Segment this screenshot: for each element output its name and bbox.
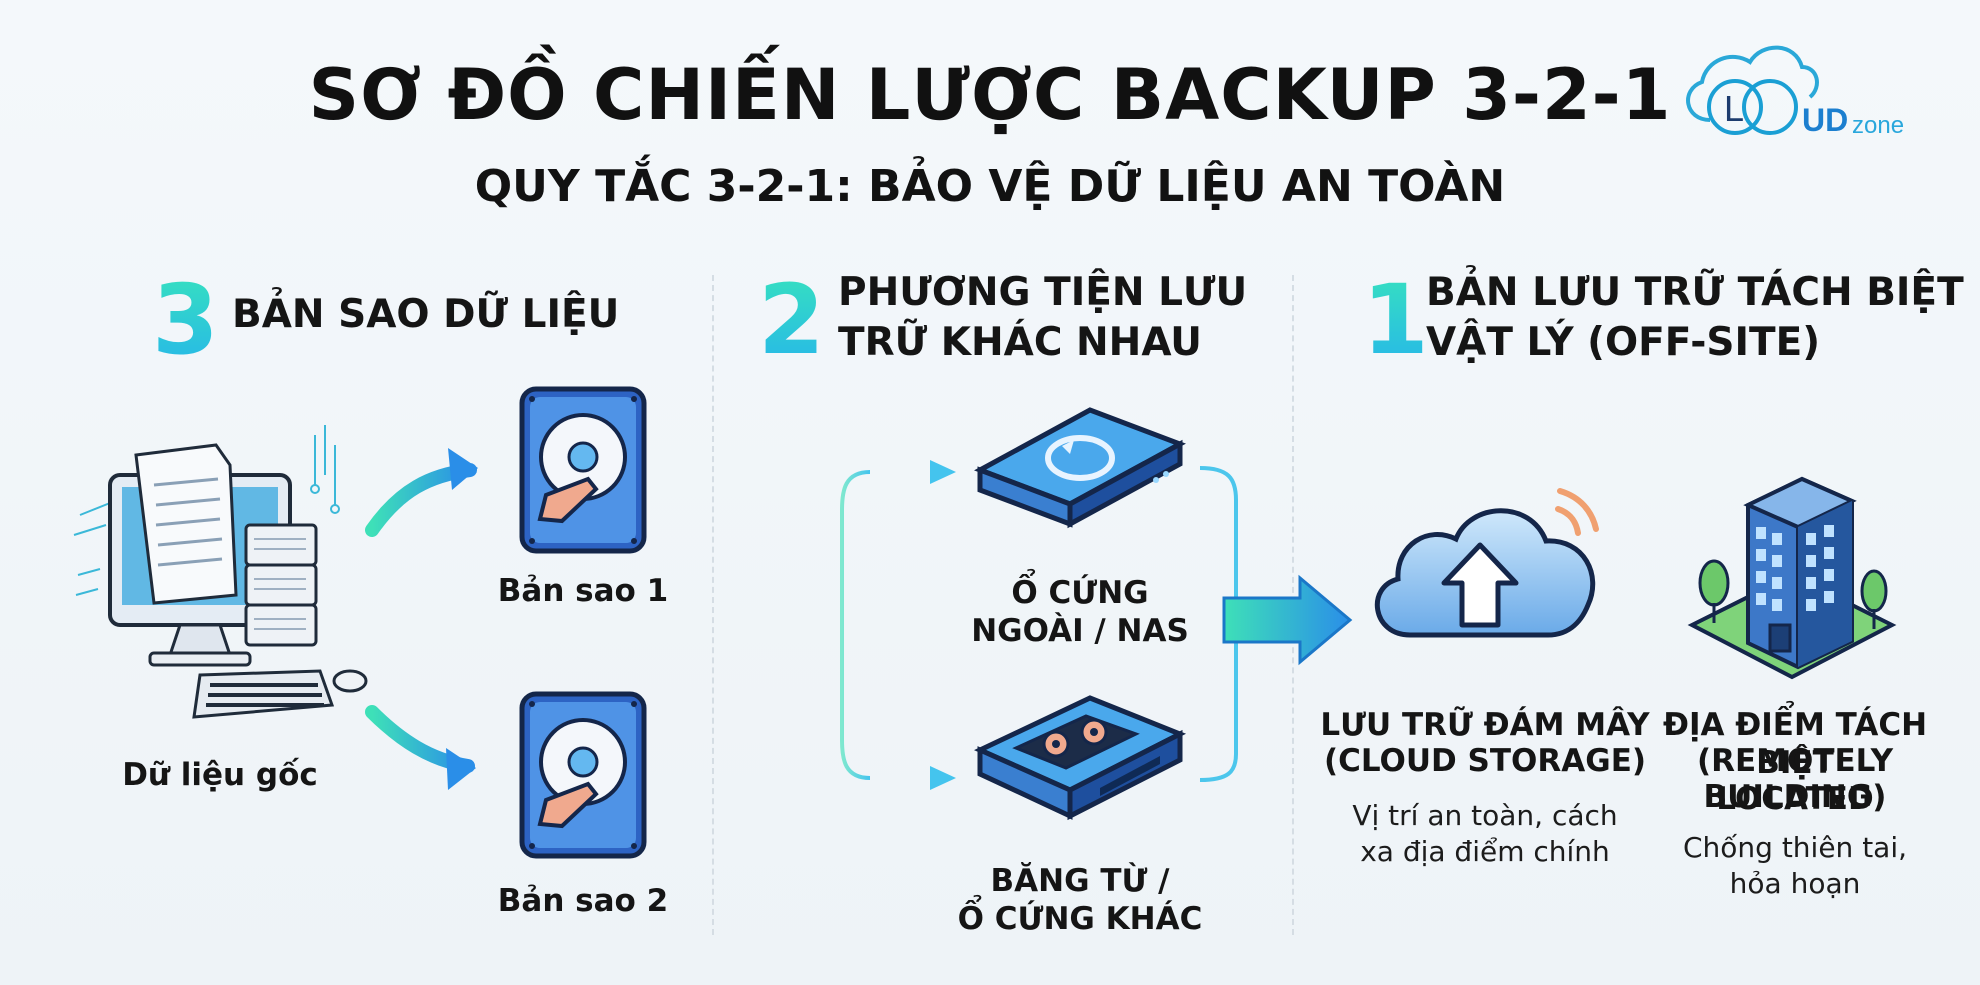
column-2-number: 2 xyxy=(758,264,825,376)
cloud-title-line1: LƯU TRỮ ĐÁM MÂY xyxy=(1320,707,1650,743)
computer-with-documents-icon xyxy=(73,425,368,719)
connector-copies-to-media xyxy=(668,470,928,780)
building-title-line3: BUILDING) xyxy=(1703,779,1887,815)
nas-label-line2: NGOÀI / NAS xyxy=(971,613,1189,649)
nas-label-line1: Ổ CỨNG xyxy=(1011,575,1149,611)
building-desc-line2: hỏa hoạn xyxy=(1729,867,1861,900)
building-desc-line1: Chống thiên tai, xyxy=(1682,831,1908,864)
column-1-heading: BẢN SAO DỮ LIỆU xyxy=(232,292,620,337)
column-3-number: 1 xyxy=(1362,264,1429,376)
arrowhead-to-nas xyxy=(930,460,956,484)
cloudzone-logo: L UD zone xyxy=(1680,42,1930,152)
building-title-line1: ĐỊA ĐIỂM TÁCH BIỆT xyxy=(1662,707,1928,781)
logo-cloud-icon xyxy=(1686,45,1819,135)
tape-label-line1: BĂNG TỪ / xyxy=(990,863,1170,899)
column-3-heading-line2: VẬT LÝ (OFF-SITE) xyxy=(1426,320,1821,365)
tape-label-line2: Ổ CỨNG KHÁC xyxy=(957,901,1203,937)
source-label: Dữ liệu gốc xyxy=(122,757,318,793)
hard-drive-icon xyxy=(519,691,647,859)
page-subtitle: QUY TẮC 3-2-1: BẢO VỆ DỮ LIỆU AN TOÀN xyxy=(474,161,1506,212)
arrow-to-copy-1 xyxy=(365,448,478,537)
column-1-number: 3 xyxy=(152,264,219,376)
page-title: SƠ ĐỒ CHIẾN LƯỢC BACKUP 3-2-1 xyxy=(308,54,1672,136)
office-building-icon xyxy=(1687,476,1897,680)
logo-text-l: L xyxy=(1724,88,1745,129)
cloud-upload-icon xyxy=(1374,488,1599,638)
copy-2-label: Bản sao 2 xyxy=(497,883,669,919)
tape-drive-icon xyxy=(974,695,1187,821)
cloud-title-line2: (CLOUD STORAGE) xyxy=(1323,743,1647,779)
column-2-heading-line2: TRỮ KHÁC NHAU xyxy=(838,320,1202,365)
column-2-heading-line1: PHƯƠNG TIỆN LƯU xyxy=(838,270,1248,315)
arrowhead-to-tape xyxy=(930,766,956,790)
cloud-desc-line2: xa địa điểm chính xyxy=(1360,835,1610,868)
arrow-to-copy-2 xyxy=(365,705,476,790)
column-3-heading-line1: BẢN LƯU TRỮ TÁCH BIỆT xyxy=(1426,270,1964,315)
logo-text-zone: zone xyxy=(1852,112,1905,139)
copy-1-label: Bản sao 1 xyxy=(497,573,669,609)
external-drive-nas-icon xyxy=(974,407,1186,529)
logo-text-ud: UD xyxy=(1802,102,1849,138)
arrow-to-offsite xyxy=(1222,574,1353,666)
cloud-desc-line1: Vị trí an toàn, cách xyxy=(1352,799,1618,832)
building-title-line2: (REMOTELY LOCATED xyxy=(1696,743,1894,817)
column-divider xyxy=(712,275,714,935)
hard-drive-icon xyxy=(519,386,647,554)
